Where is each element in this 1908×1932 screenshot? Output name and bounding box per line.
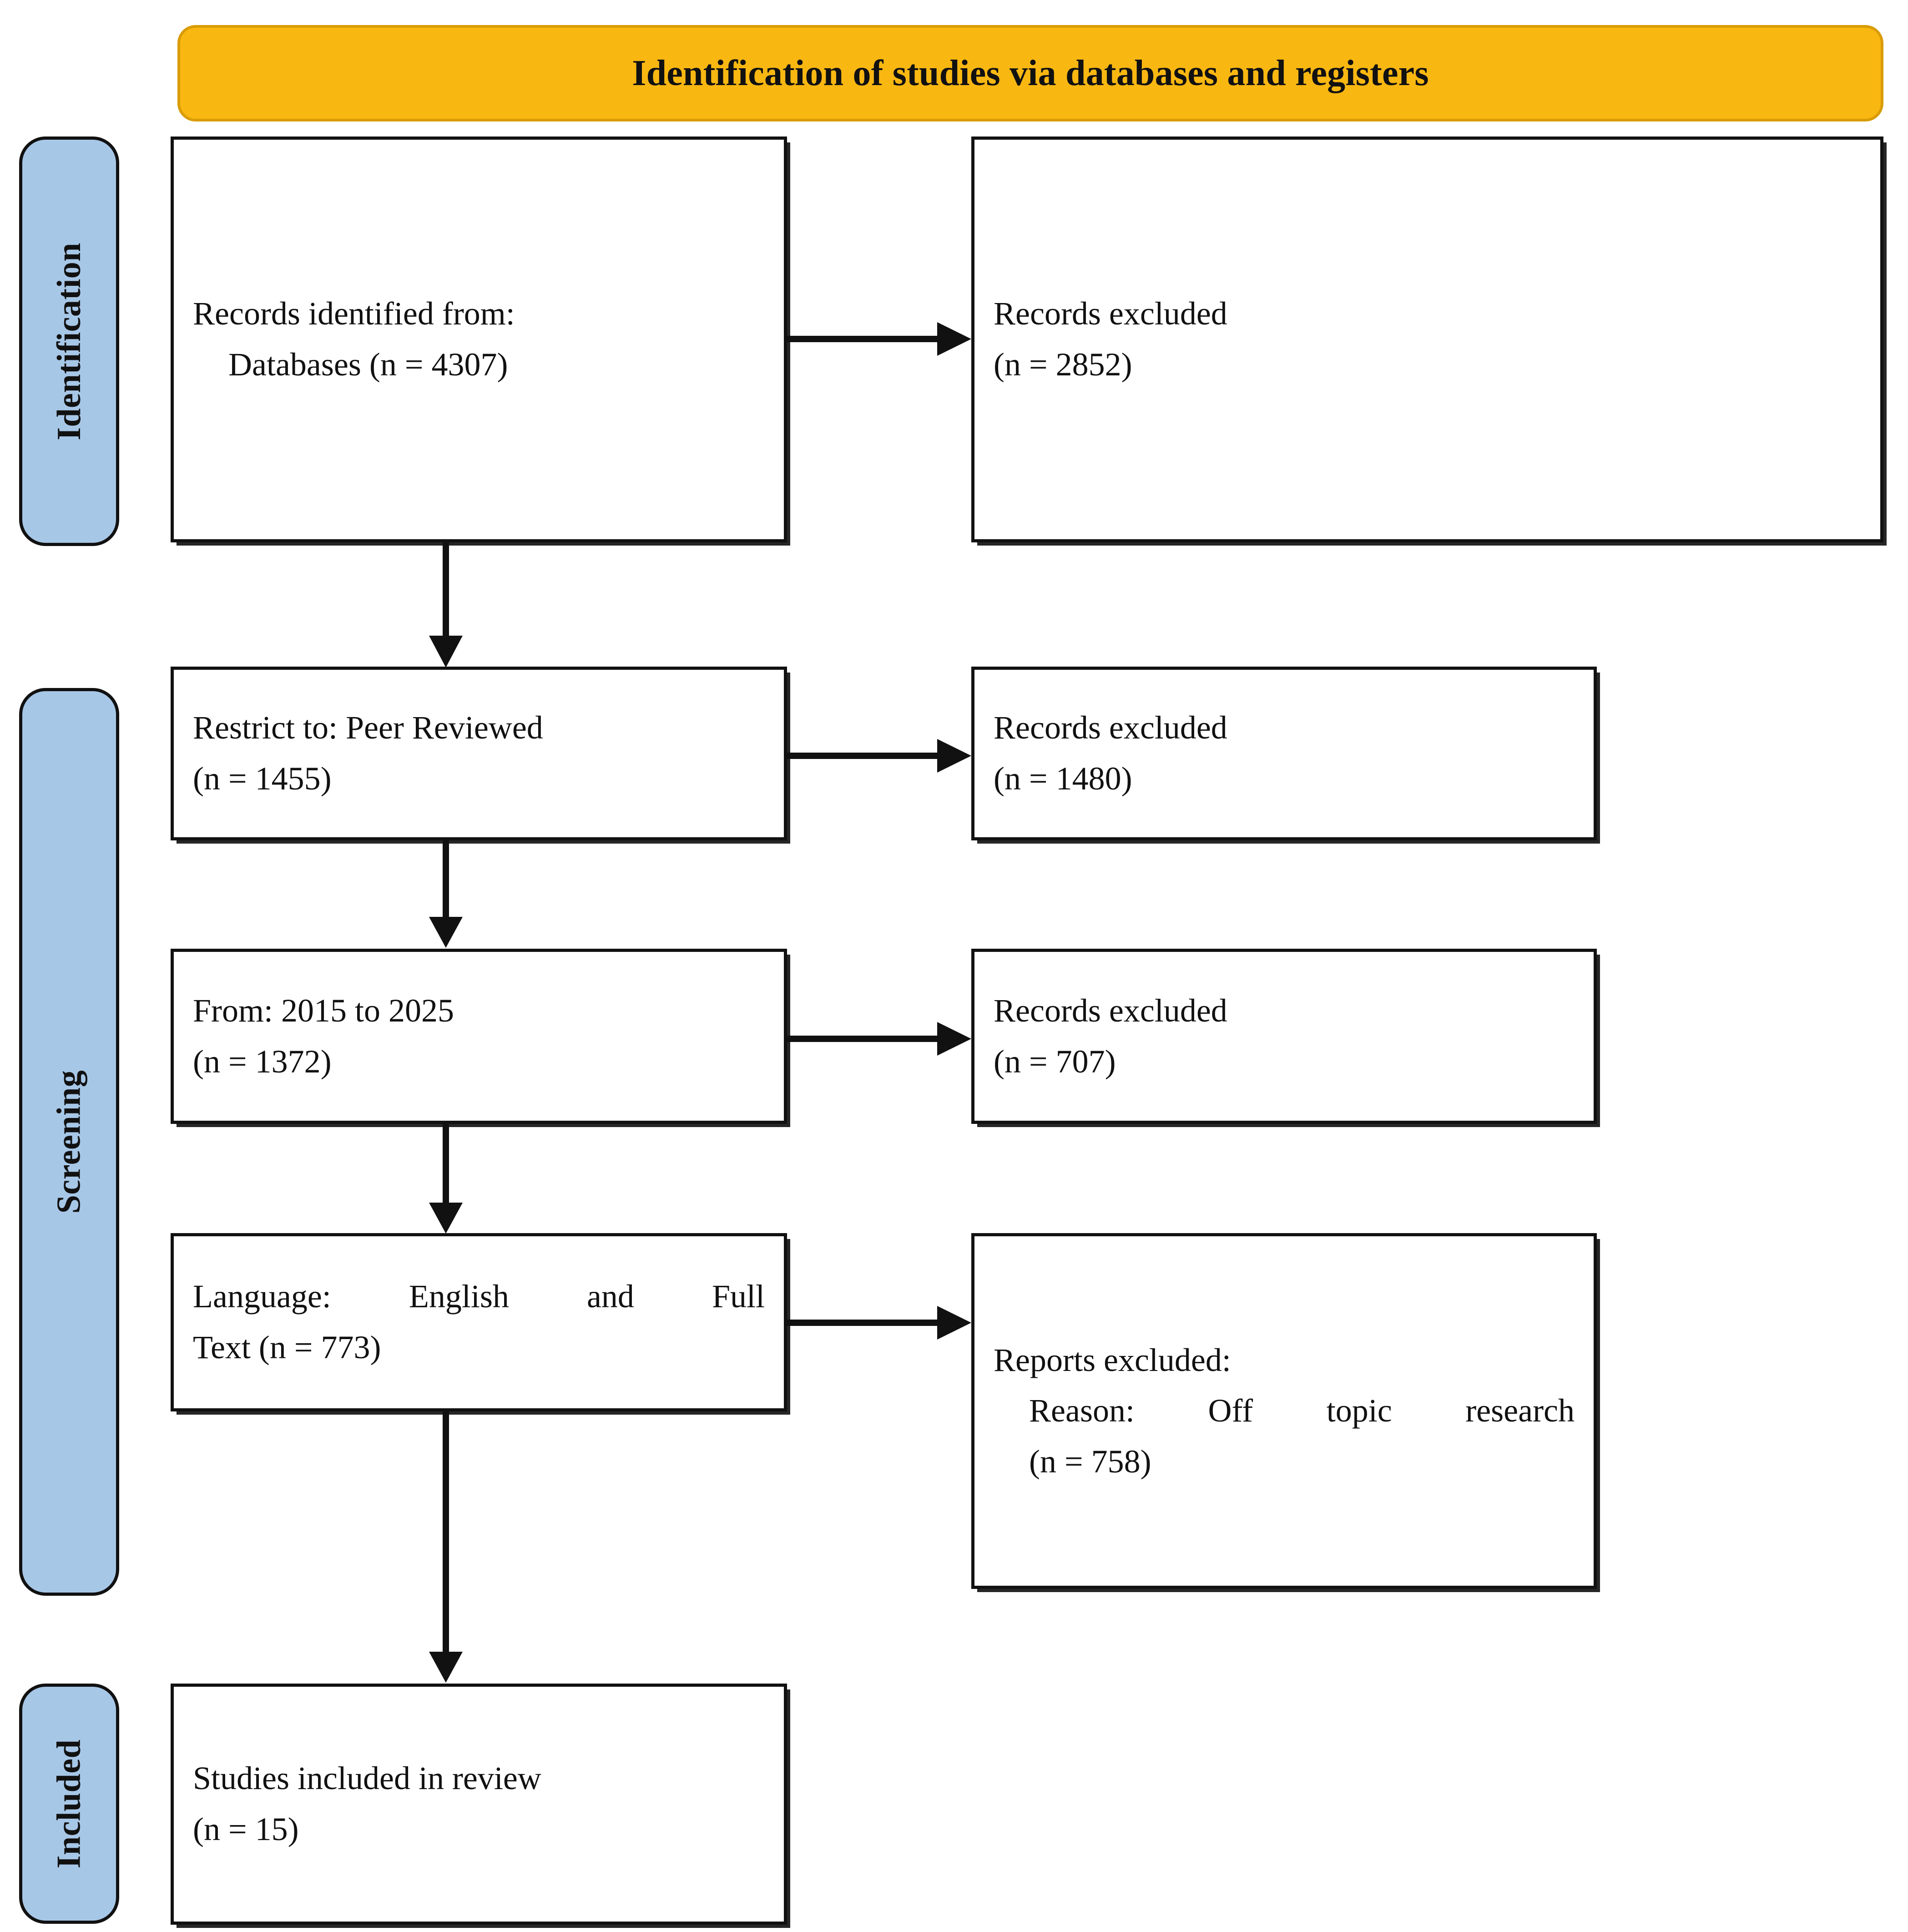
box-records-identified-line1: Records identified from: [193,295,515,332]
box-date-range: From: 2015 to 2025 (n = 1372) [171,949,787,1124]
box-records-excluded-2-line1: Records excluded [994,709,1227,746]
box-records-excluded-2: Records excluded (n = 1480) [971,667,1597,840]
box-records-excluded-3-line1: Records excluded [994,992,1227,1029]
box-reports-excluded: Reports excluded: Reason: Off topic rese… [971,1233,1597,1589]
box-studies-included: Studies included in review (n = 15) [171,1684,787,1925]
box-records-identified: Records identified from: Databases (n = … [171,137,787,542]
stage-label-included: Included [19,1684,119,1924]
box-restrict-peer-reviewed-line2: (n = 1455) [193,760,332,797]
box-restrict-peer-reviewed-line1: Restrict to: Peer Reviewed [193,709,543,746]
box-reports-excluded-line1: Reports excluded: [994,1341,1231,1378]
arrow-peer-to-years [425,840,466,950]
box-records-excluded-1-line2: (n = 2852) [994,346,1132,383]
stage-label-identification-text: Identification [50,242,88,440]
diagram-title: Identification of studies via databases … [632,53,1429,93]
arrow-years-to-excluded-3 [787,1018,974,1059]
diagram-header-banner: Identification of studies via databases … [177,25,1883,121]
box-studies-included-line2: (n = 15) [193,1811,299,1847]
box-records-identified-line2: Databases (n = 4307) [228,346,508,383]
box-language-fulltext-line2: Text (n = 773) [193,1329,381,1366]
stage-label-included-text: Included [50,1739,88,1868]
box-records-excluded-3: Records excluded (n = 707) [971,949,1597,1124]
box-date-range-line2: (n = 1372) [193,1043,332,1080]
arrow-identified-to-peer [425,542,466,670]
stage-label-identification: Identification [19,137,119,546]
stage-label-screening: Screening [19,688,119,1596]
box-restrict-peer-reviewed: Restrict to: Peer Reviewed (n = 1455) [171,667,787,840]
box-records-excluded-1: Records excluded (n = 2852) [971,137,1883,542]
box-reports-excluded-line3: (n = 758) [1029,1443,1151,1480]
box-language-fulltext-line1: Language: English and Full [193,1278,765,1315]
box-studies-included-line1: Studies included in review [193,1760,541,1797]
box-records-excluded-3-line2: (n = 707) [994,1043,1116,1080]
box-records-excluded-2-line2: (n = 1480) [994,760,1132,797]
stage-label-screening-text: Screening [50,1070,88,1214]
arrow-years-to-language [425,1124,466,1235]
box-language-fulltext: Language: English and Full Text (n = 773… [171,1233,787,1411]
box-records-excluded-1-line1: Records excluded [994,295,1227,332]
arrow-language-to-reports [787,1302,974,1343]
arrow-language-to-included [425,1411,466,1684]
arrow-peer-to-excluded-2 [787,735,974,776]
box-reports-excluded-line2: Reason: Off topic research [1029,1392,1575,1429]
box-date-range-line1: From: 2015 to 2025 [193,992,454,1029]
arrow-identified-to-excluded-1 [787,319,974,359]
